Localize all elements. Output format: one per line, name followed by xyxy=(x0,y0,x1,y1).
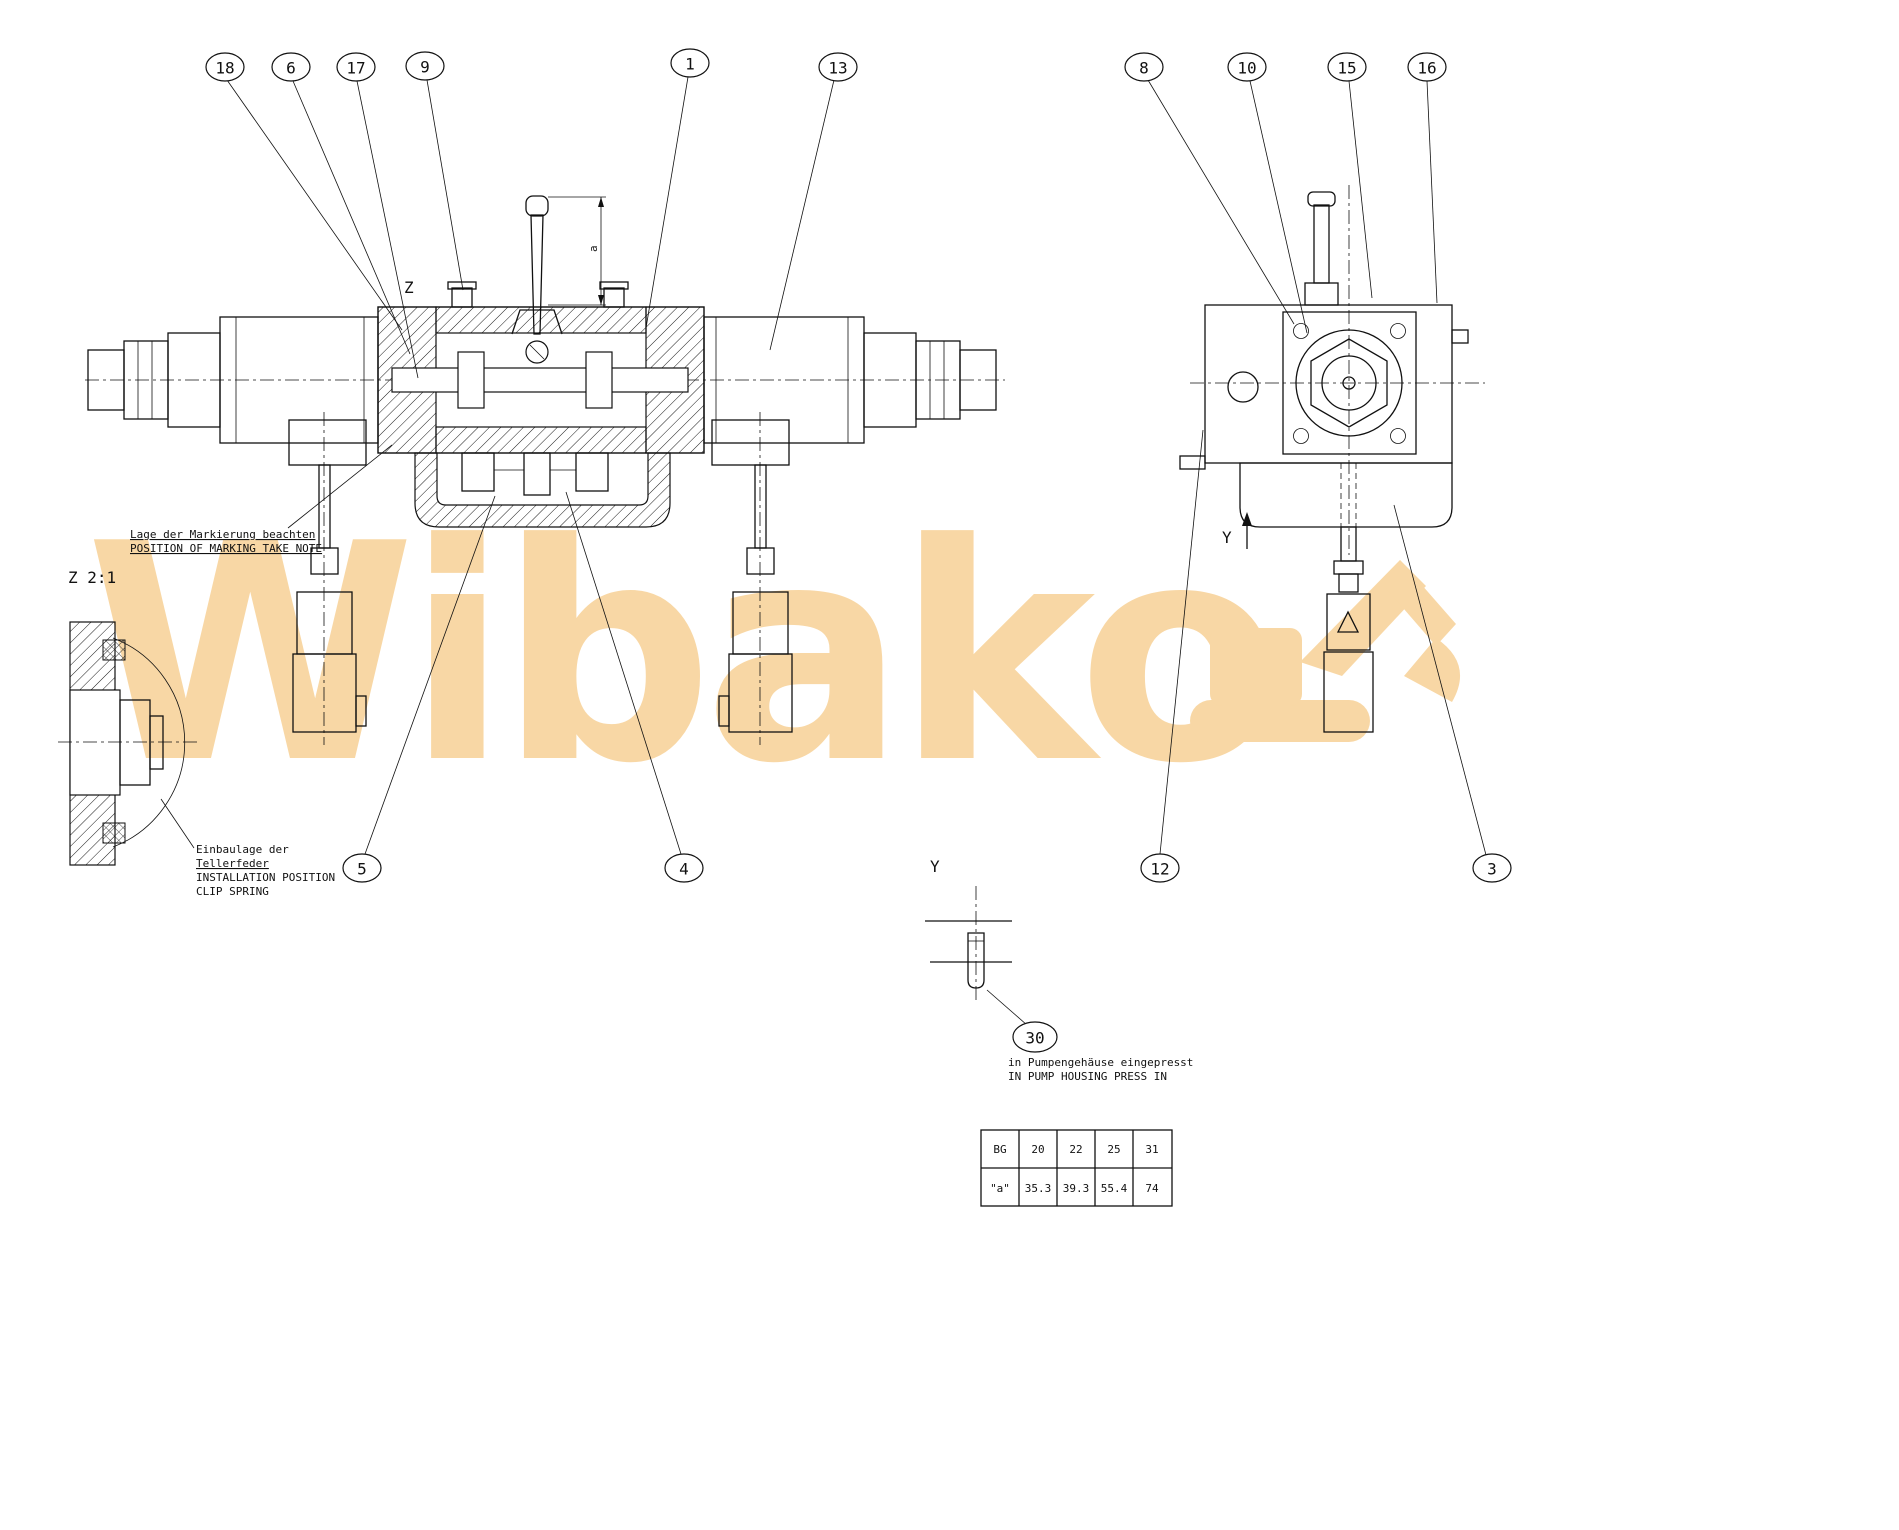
pin-detail xyxy=(925,886,1012,1002)
svg-text:3: 3 xyxy=(1487,860,1497,879)
dimension-a-label: a xyxy=(587,245,600,252)
balloon-30: 30 xyxy=(1012,1021,1058,1053)
marking-note-de: Lage der Markierung beachten xyxy=(130,528,315,541)
install-note-de1: Einbaulage der xyxy=(196,843,289,856)
svg-text:4: 4 xyxy=(679,860,689,879)
balloon-6: 6 xyxy=(271,52,311,82)
balloon-9: 9 xyxy=(405,51,445,81)
balloon-16: 16 xyxy=(1407,52,1447,82)
balloon-3: 3 xyxy=(1472,853,1512,883)
balloons: 18 6 17 9 1 13 8 10 15 16 5 4 12 3 30 xyxy=(205,48,1512,1053)
y-view-label: Y xyxy=(1222,528,1232,547)
balloon-18: 18 xyxy=(205,52,245,82)
z-marker-label: Z xyxy=(404,278,414,297)
marking-note-en: POSITION OF MARKING TAKE NOTE xyxy=(130,542,322,555)
front-view xyxy=(85,195,1005,745)
svg-text:8: 8 xyxy=(1139,59,1149,78)
balloon-15: 15 xyxy=(1327,52,1367,82)
balloon-4: 4 xyxy=(664,853,704,883)
svg-text:5: 5 xyxy=(357,860,367,879)
balloon-10: 10 xyxy=(1227,52,1267,82)
y-detail-label: Y xyxy=(930,857,940,876)
table-header-22: 22 xyxy=(1069,1143,1082,1156)
svg-text:13: 13 xyxy=(828,59,847,78)
svg-text:1: 1 xyxy=(685,55,695,74)
svg-text:6: 6 xyxy=(286,59,296,78)
balloon-1: 1 xyxy=(670,48,710,78)
install-note-en2: CLIP SPRING xyxy=(196,885,269,898)
size-table: BG 20 22 25 31 "a" 35.3 39.3 55.4 74 xyxy=(980,1129,1173,1207)
table-header-bg: BG xyxy=(993,1143,1006,1156)
install-note-en1: INSTALLATION POSITION xyxy=(196,871,335,884)
svg-text:10: 10 xyxy=(1237,59,1256,78)
balloon-12: 12 xyxy=(1140,853,1180,883)
svg-text:9: 9 xyxy=(420,58,430,77)
balloon-8: 8 xyxy=(1124,52,1164,82)
press-note-en: IN PUMP HOUSING PRESS IN xyxy=(1008,1070,1167,1083)
table-header-31: 31 xyxy=(1145,1143,1158,1156)
balloon-5: 5 xyxy=(342,853,382,883)
watermark-text: Wibako xyxy=(85,480,1274,829)
watermark: Wibako xyxy=(85,480,1461,829)
table-value-2: 39.3 xyxy=(1063,1182,1090,1195)
table-header-25: 25 xyxy=(1107,1143,1120,1156)
install-note-de2: Tellerfeder xyxy=(196,857,269,870)
table-value-4: 74 xyxy=(1145,1182,1159,1195)
svg-text:15: 15 xyxy=(1337,59,1356,78)
press-note-de: in Pumpengehäuse eingepresst xyxy=(1008,1056,1193,1069)
balloon-13: 13 xyxy=(818,52,858,82)
svg-text:17: 17 xyxy=(346,59,365,78)
table-header-20: 20 xyxy=(1031,1143,1044,1156)
svg-text:12: 12 xyxy=(1150,860,1169,879)
detail-z-view xyxy=(58,621,200,866)
svg-text:16: 16 xyxy=(1417,59,1436,78)
detail-z-title: Z 2:1 xyxy=(68,568,116,587)
side-view xyxy=(1179,185,1485,733)
svg-text:18: 18 xyxy=(215,59,234,78)
svg-text:30: 30 xyxy=(1025,1029,1044,1048)
balloon-17: 17 xyxy=(336,52,376,82)
table-value-3: 55.4 xyxy=(1101,1182,1128,1195)
table-value-1: 35.3 xyxy=(1025,1182,1052,1195)
leader-lines xyxy=(160,76,1487,1026)
annotations: Lage der Markierung beachten POSITION OF… xyxy=(68,245,1232,1083)
table-value-a: "a" xyxy=(990,1182,1010,1195)
